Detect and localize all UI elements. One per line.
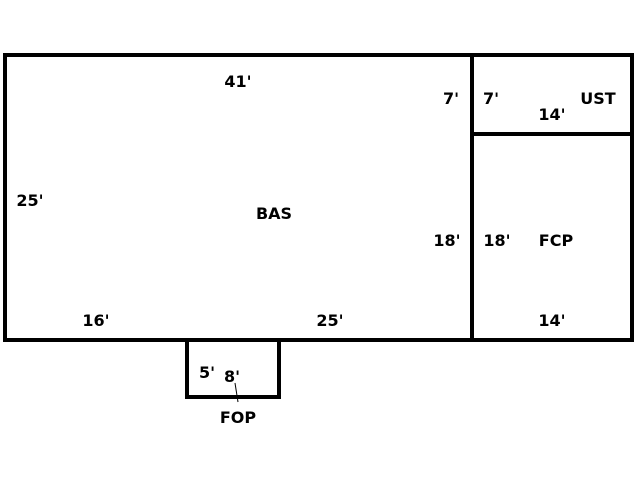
- fop-outline: [185, 340, 281, 399]
- bas-label: BAS: [256, 204, 292, 223]
- fcp-label: FCP: [539, 231, 574, 250]
- fop-top-dimension: 8': [224, 367, 240, 386]
- fcp-left-dimension: 18': [483, 231, 510, 250]
- bas-left-dimension: 25': [16, 191, 43, 210]
- bas-bottom-right-dimension: 25': [316, 311, 343, 330]
- ust-left-dimension: 7': [483, 89, 499, 108]
- bas-top-right-dimension: 7': [443, 89, 459, 108]
- bas-bottom-left-dimension: 16': [82, 311, 109, 330]
- outer-outline: [3, 53, 634, 342]
- ust-label: UST: [580, 89, 616, 108]
- fop-leader-line: [234, 382, 239, 403]
- ust-bottom-dimension: 14': [538, 105, 565, 124]
- bas-top-dimension: 41': [224, 72, 251, 91]
- fcp-bottom-dimension: 14': [538, 311, 565, 330]
- bas-right-dimension: 18': [433, 231, 460, 250]
- fop-label: FOP: [220, 408, 257, 427]
- fop-left-dimension: 5': [199, 363, 215, 382]
